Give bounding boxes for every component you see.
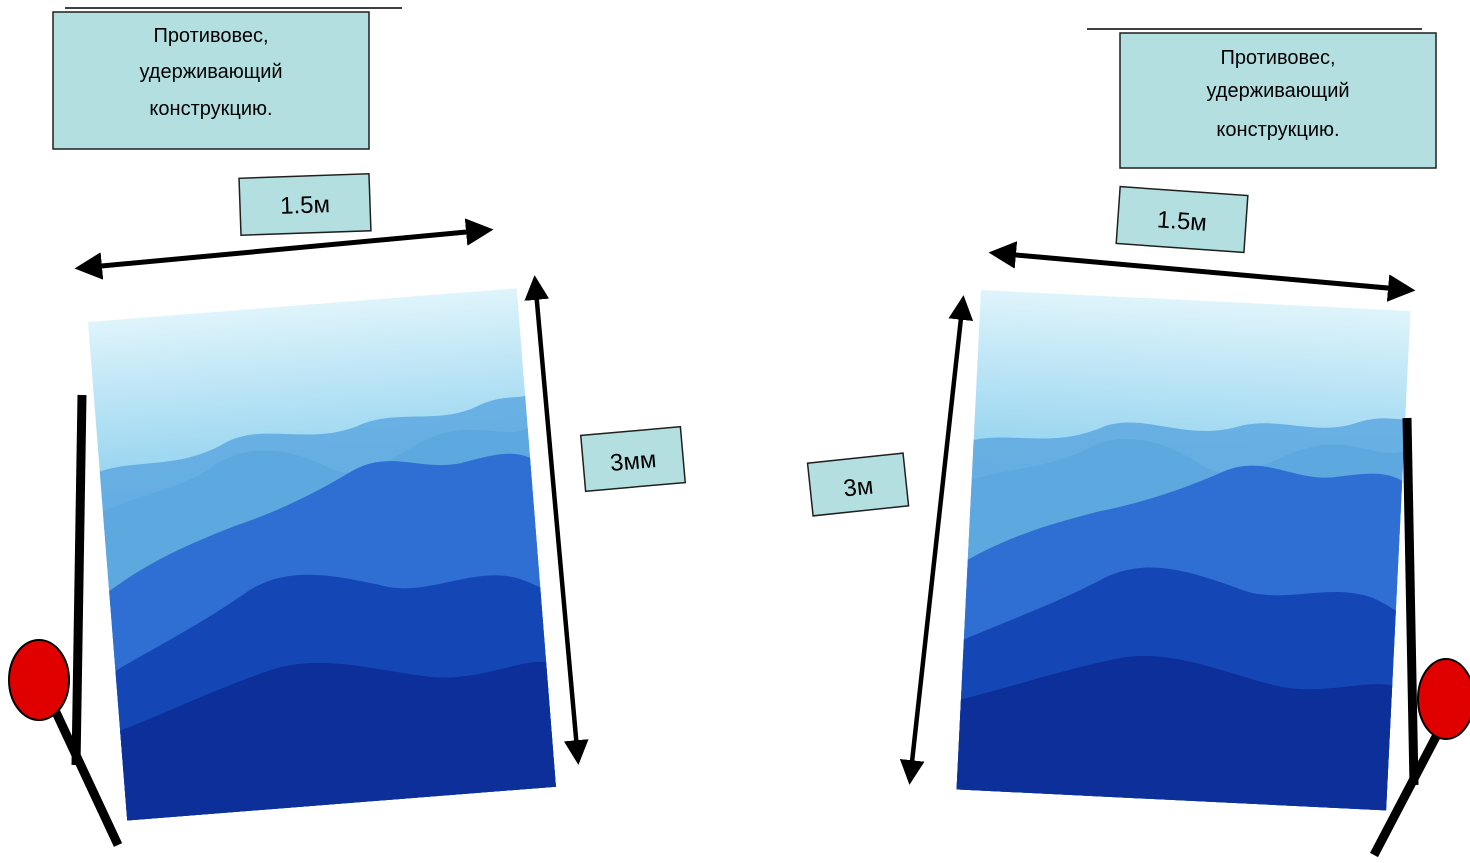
right-width-label: 1.5м [1115, 185, 1249, 254]
left-counterweight-ball [8, 639, 70, 721]
left-height-box [579, 425, 687, 493]
left-counterweight-box [52, 11, 370, 150]
right-stand-pole [1402, 417, 1419, 786]
right-counterweight-line-3: конструкцию. [1216, 119, 1339, 141]
right-height-box [806, 452, 910, 517]
left-counterweight-line-2: удерживающий [139, 61, 282, 83]
left-stand-pole [71, 394, 87, 766]
right-landscape-image [956, 290, 1411, 811]
right-counterweight-line-2: удерживающий [1206, 80, 1349, 102]
left-width-label: 1.5м [238, 172, 372, 237]
right-counterweight-ball [1417, 658, 1470, 740]
left-counterweight-line-1: Противовес, [153, 25, 268, 47]
left-height-arrow [524, 275, 589, 765]
right-height-label: 3м [806, 452, 910, 517]
right-counterweight-line-1: Противовес, [1220, 47, 1335, 69]
left-width-text: 1.5м [280, 191, 331, 220]
left-height-label: 3мм [579, 425, 687, 493]
right-width-text: 1.5м [1156, 206, 1208, 236]
right-counterweight-label: Противовес, удерживающий конструкцию. [1087, 28, 1437, 169]
left-landscape-image [88, 288, 556, 821]
right-height-arrow [899, 295, 974, 785]
right-counterweight-box [1119, 32, 1437, 169]
left-panel: Противовес, удерживающий конструкцию. 1.… [8, 7, 687, 847]
right-panel: Противовес, удерживающий конструкцию. 1.… [806, 28, 1470, 858]
left-counterweight-line-3: конструкцию. [149, 98, 272, 120]
right-height-text: 3м [842, 472, 875, 502]
left-counterweight-label: Противовес, удерживающий конструкцию. [52, 7, 402, 150]
right-width-arrow [988, 241, 1416, 302]
left-height-text: 3мм [609, 446, 658, 477]
left-width-arrow [74, 218, 494, 280]
